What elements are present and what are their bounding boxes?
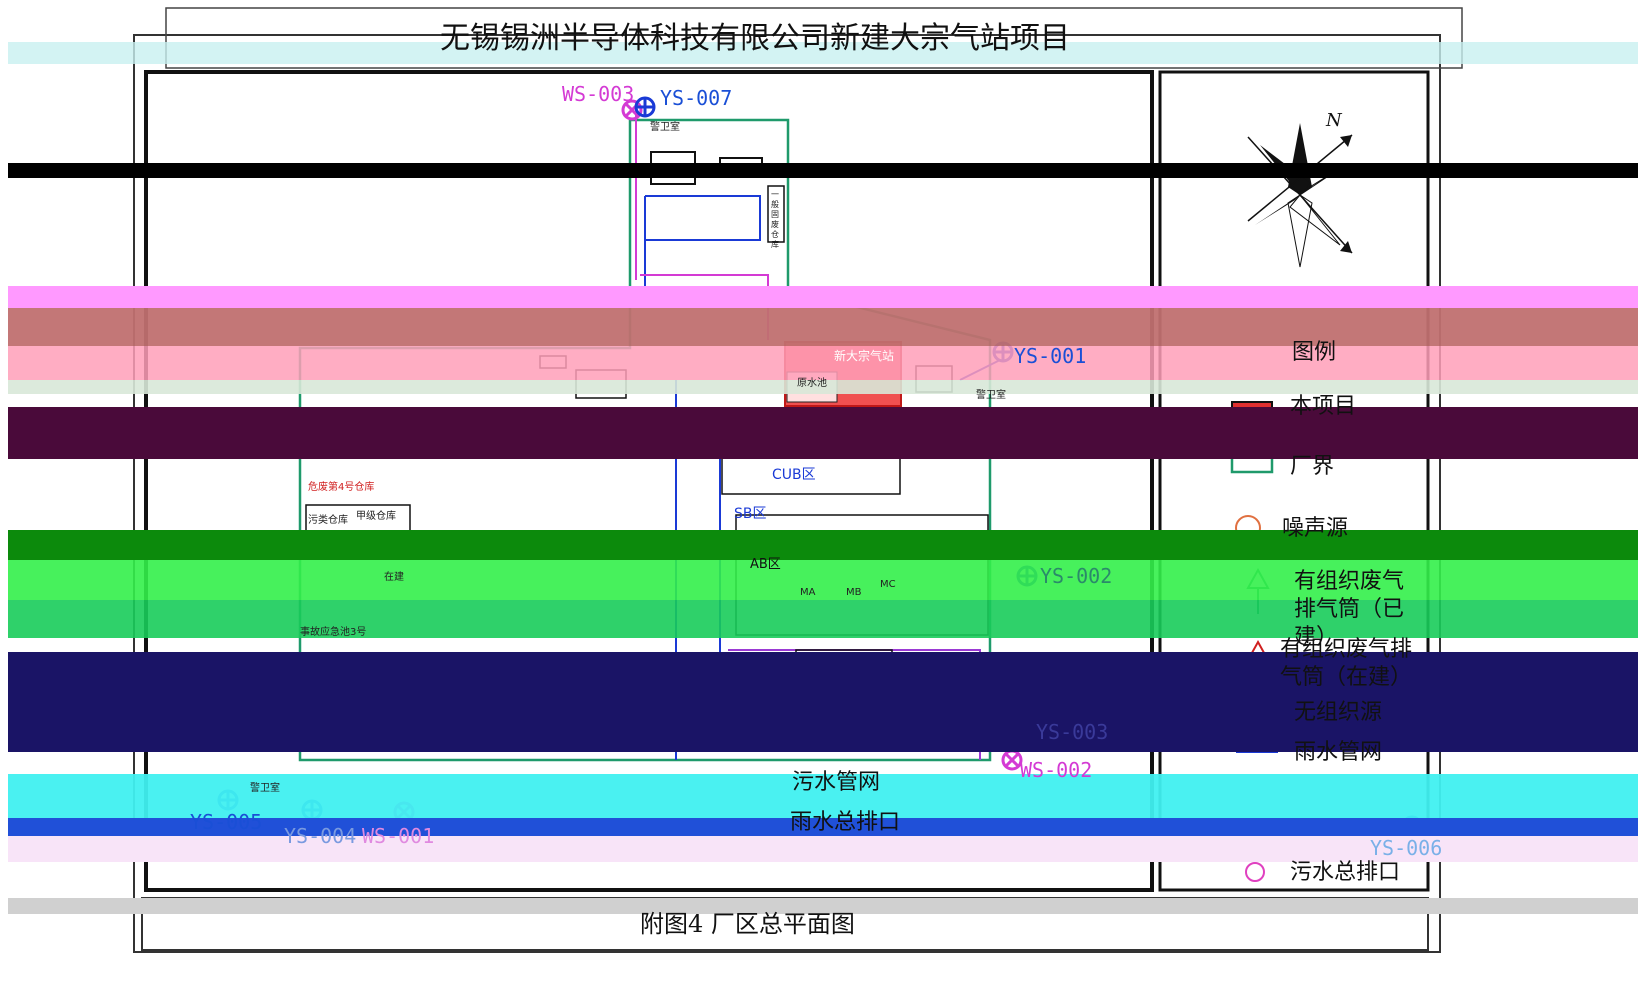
- marker-ys-002: YS-002: [1040, 564, 1113, 588]
- label-ab: AB区: [750, 557, 781, 572]
- compass-rose: [1247, 123, 1353, 268]
- band-black: [8, 163, 1638, 178]
- marker-ys-003: YS-003: [1036, 720, 1109, 744]
- band-lime2: [8, 600, 1638, 638]
- page-title: 无锡锡洲半导体科技有限公司新建大宗气站项目: [440, 21, 1070, 56]
- label-cub: CUB区: [772, 467, 816, 483]
- band-dark-purple: [8, 407, 1638, 459]
- label-mc: MC: [880, 579, 896, 590]
- legend-item-boundary: 厂界: [1290, 454, 1335, 479]
- band-lime: [8, 560, 1638, 600]
- band-brown: [8, 308, 1638, 346]
- band-grey: [8, 898, 1638, 914]
- legend-item-stack-building: 有组织废气排气筒（在建）: [1280, 637, 1413, 690]
- marker-ys-006: YS-006: [1370, 836, 1443, 860]
- marker-ys-007: YS-007: [660, 86, 733, 110]
- figure-caption: 附图4 厂区总平面图: [640, 910, 855, 938]
- label-solid-waste: 一般固废仓库: [771, 190, 779, 249]
- band-navy: [8, 652, 1638, 752]
- label-class-a: 甲级仓库: [356, 511, 396, 522]
- label-waste-4: 危废第4号仓库: [308, 482, 375, 493]
- band-title-cyan: [8, 42, 1638, 64]
- legend-item-rain-pipe: 雨水管网: [1294, 740, 1383, 765]
- legend-heading: 图例: [1292, 340, 1337, 365]
- legend-item-noise: 噪声源: [1282, 516, 1349, 541]
- legend-item-rain-outfall: 雨水总排口: [790, 810, 901, 835]
- label-mb: MB: [846, 587, 862, 598]
- label-emergency-pool: 事故应急池3号: [300, 627, 367, 638]
- band-cyan: [8, 774, 1638, 818]
- legend-item-stack-built: 有组织废气排气筒（已建）: [1294, 569, 1405, 650]
- band-blue: [8, 818, 1638, 836]
- marker-ws-001: WS-001: [362, 824, 435, 848]
- label-guard-south: 警卫室: [250, 783, 280, 794]
- marker-ys-001: YS-001: [1014, 344, 1087, 368]
- label-construction: 在建: [384, 572, 404, 583]
- band-lavender: [8, 836, 1638, 862]
- legend-item-fugitive: 无组织源: [1294, 700, 1383, 725]
- label-ma: MA: [800, 587, 816, 598]
- label-sb: SB区: [734, 506, 767, 522]
- marker-ws-003: WS-003: [562, 82, 635, 106]
- legend-item-project: 本项目: [1290, 394, 1357, 419]
- band-pale: [8, 380, 1638, 394]
- label-new-gas-station: 新大宗气站: [834, 349, 895, 363]
- legend-item-sewer-pipe: 污水管网: [792, 770, 881, 795]
- north-label: N: [1326, 110, 1342, 131]
- label-guard-east: 警卫室: [976, 390, 1006, 401]
- marker-ys-005: YS-005: [190, 810, 263, 834]
- band-magenta: [8, 286, 1638, 308]
- label-raw-water: 原水池: [797, 378, 827, 389]
- marker-ws-002: WS-002: [1020, 758, 1093, 782]
- marker-ys-004: YS-004: [284, 824, 357, 848]
- legend-item-sewer-outfall: 污水总排口: [1290, 860, 1401, 885]
- band-green: [8, 530, 1638, 560]
- label-class-b: 污类仓库: [308, 515, 348, 526]
- band-pink: [8, 346, 1638, 380]
- label-guard-north: 警卫室: [650, 122, 680, 133]
